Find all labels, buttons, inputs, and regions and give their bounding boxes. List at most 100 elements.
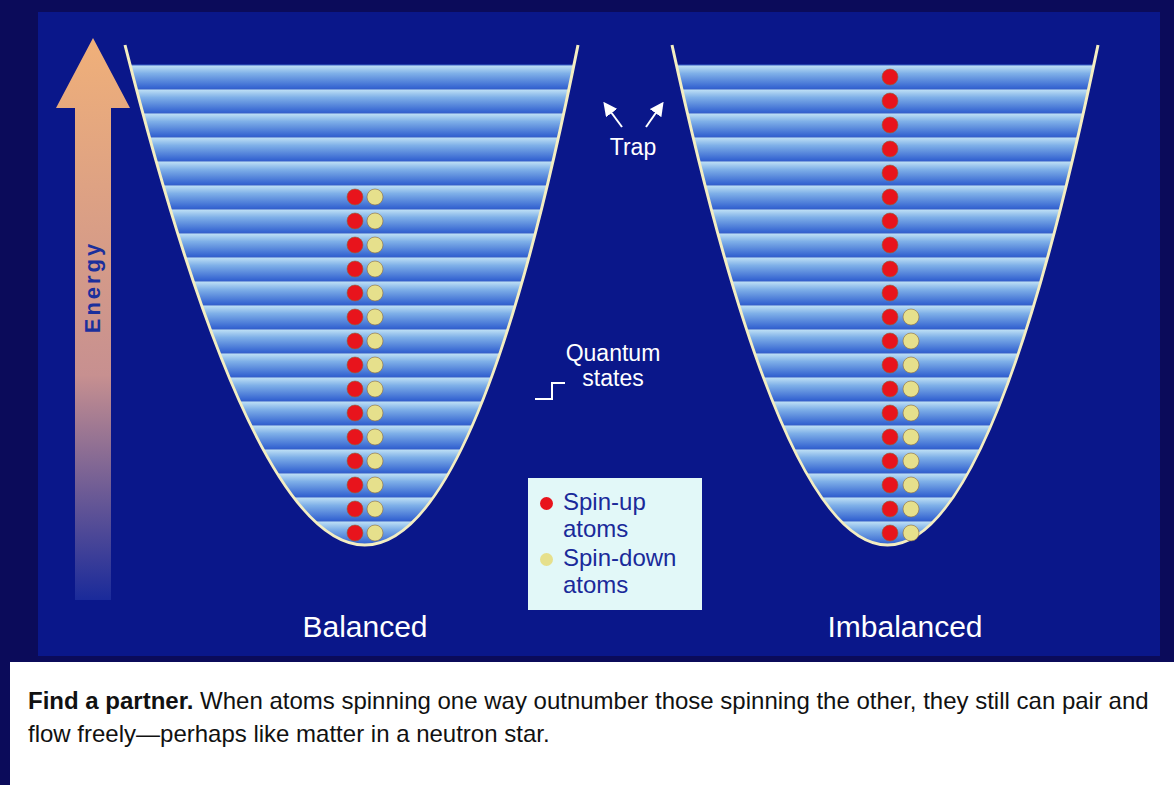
- atom-dot: [903, 429, 919, 445]
- atom-dot: [347, 237, 363, 253]
- quantum-state-band: [120, 89, 585, 113]
- leader-line: [605, 104, 622, 127]
- band-edge: [120, 449, 585, 450]
- quantum-state-band: [665, 113, 1105, 137]
- band-edge: [120, 353, 585, 354]
- band-edge: [665, 425, 1105, 426]
- band-edge: [120, 377, 585, 378]
- atom-dot: [882, 357, 898, 373]
- atom-dot: [367, 261, 383, 277]
- atom-dot: [347, 357, 363, 373]
- trap-outline: [125, 45, 578, 545]
- quantum-state-band: [665, 161, 1105, 185]
- quantum-state-band: [120, 329, 585, 353]
- band-edge: [120, 137, 585, 138]
- legend-row: Spin-up atoms: [540, 488, 688, 542]
- legend-box: Spin-up atomsSpin-down atoms: [528, 478, 702, 610]
- trap-label: Trap: [610, 135, 656, 160]
- band-edge: [120, 233, 585, 234]
- band-edge: [120, 401, 585, 402]
- band-edge: [665, 521, 1105, 522]
- atom-dot: [903, 405, 919, 421]
- atom-dot: [882, 381, 898, 397]
- atom-dot: [882, 213, 898, 229]
- atom-dot: [882, 117, 898, 133]
- band-edge: [120, 89, 585, 90]
- quantum-state-band: [120, 473, 585, 497]
- quantum-state-band: [665, 401, 1105, 425]
- quantum-state-band: [120, 401, 585, 425]
- band-edge: [120, 497, 585, 498]
- atom-dot: [347, 453, 363, 469]
- quantum-state-band: [665, 377, 1105, 401]
- trap-outline: [672, 45, 1098, 545]
- quantum-state-band: [120, 353, 585, 377]
- quantum-state-band: [665, 425, 1105, 449]
- atom-dot: [367, 309, 383, 325]
- band-edge: [665, 209, 1105, 210]
- quantum-state-band: [665, 89, 1105, 113]
- energy-arrow: [56, 38, 130, 600]
- quantum-state-band: [120, 113, 585, 137]
- atom-dot: [367, 429, 383, 445]
- atom-dot: [903, 357, 919, 373]
- band-edge: [665, 65, 1105, 66]
- quantum-state-band: [665, 497, 1105, 521]
- atom-dot: [347, 429, 363, 445]
- atom-dot: [882, 141, 898, 157]
- band-edge: [665, 305, 1105, 306]
- band-edge: [120, 281, 585, 282]
- atom-dot: [903, 525, 919, 541]
- atom-dot: [903, 309, 919, 325]
- band-edge: [120, 185, 585, 186]
- quantum-state-band: [120, 521, 585, 545]
- band-edge: [665, 257, 1105, 258]
- axis-label: Energy: [81, 241, 105, 334]
- atom-dot: [882, 429, 898, 445]
- legend-text: Spin-up atoms: [563, 488, 688, 542]
- atom-dot: [882, 165, 898, 181]
- band-edge: [665, 113, 1105, 114]
- quantum-state-band: [665, 137, 1105, 161]
- atom-dot: [882, 69, 898, 85]
- legend-swatch: [540, 553, 553, 566]
- leader-line: [646, 104, 662, 127]
- band-edge: [120, 257, 585, 258]
- quantum-state-band: [120, 449, 585, 473]
- atom-dot: [367, 525, 383, 541]
- atom-dot: [367, 477, 383, 493]
- caption-heading: Find a partner.: [28, 687, 193, 714]
- atom-dot: [347, 525, 363, 541]
- atom-dot: [347, 405, 363, 421]
- panel: [38, 12, 1160, 656]
- atom-dot: [882, 453, 898, 469]
- atom-dot: [882, 405, 898, 421]
- atom-dot: [367, 357, 383, 373]
- atom-dot: [347, 189, 363, 205]
- band-edge: [665, 137, 1105, 138]
- band-edge: [665, 329, 1105, 330]
- atom-dot: [882, 189, 898, 205]
- quantum-state-band: [120, 161, 585, 185]
- atom-dot: [882, 333, 898, 349]
- bracket: [535, 383, 565, 399]
- legend-text: Spin-down atoms: [563, 544, 688, 598]
- quantum-state-band: [665, 521, 1105, 545]
- panel-title: Imbalanced: [827, 610, 982, 643]
- atom-dot: [347, 285, 363, 301]
- quantum-state-band: [665, 185, 1105, 209]
- quantum-state-band: [120, 425, 585, 449]
- atom-dot: [882, 261, 898, 277]
- quantum-state-band: [665, 473, 1105, 497]
- band-edge: [665, 497, 1105, 498]
- atom-dot: [367, 189, 383, 205]
- quantum-state-band: [120, 137, 585, 161]
- band-edge: [120, 329, 585, 330]
- band-edge: [120, 425, 585, 426]
- quantum-state-band: [665, 545, 1105, 569]
- quantum-state-band: [665, 353, 1105, 377]
- atom-dot: [903, 453, 919, 469]
- band-edge: [120, 209, 585, 210]
- atom-dot: [367, 333, 383, 349]
- band-edge: [665, 233, 1105, 234]
